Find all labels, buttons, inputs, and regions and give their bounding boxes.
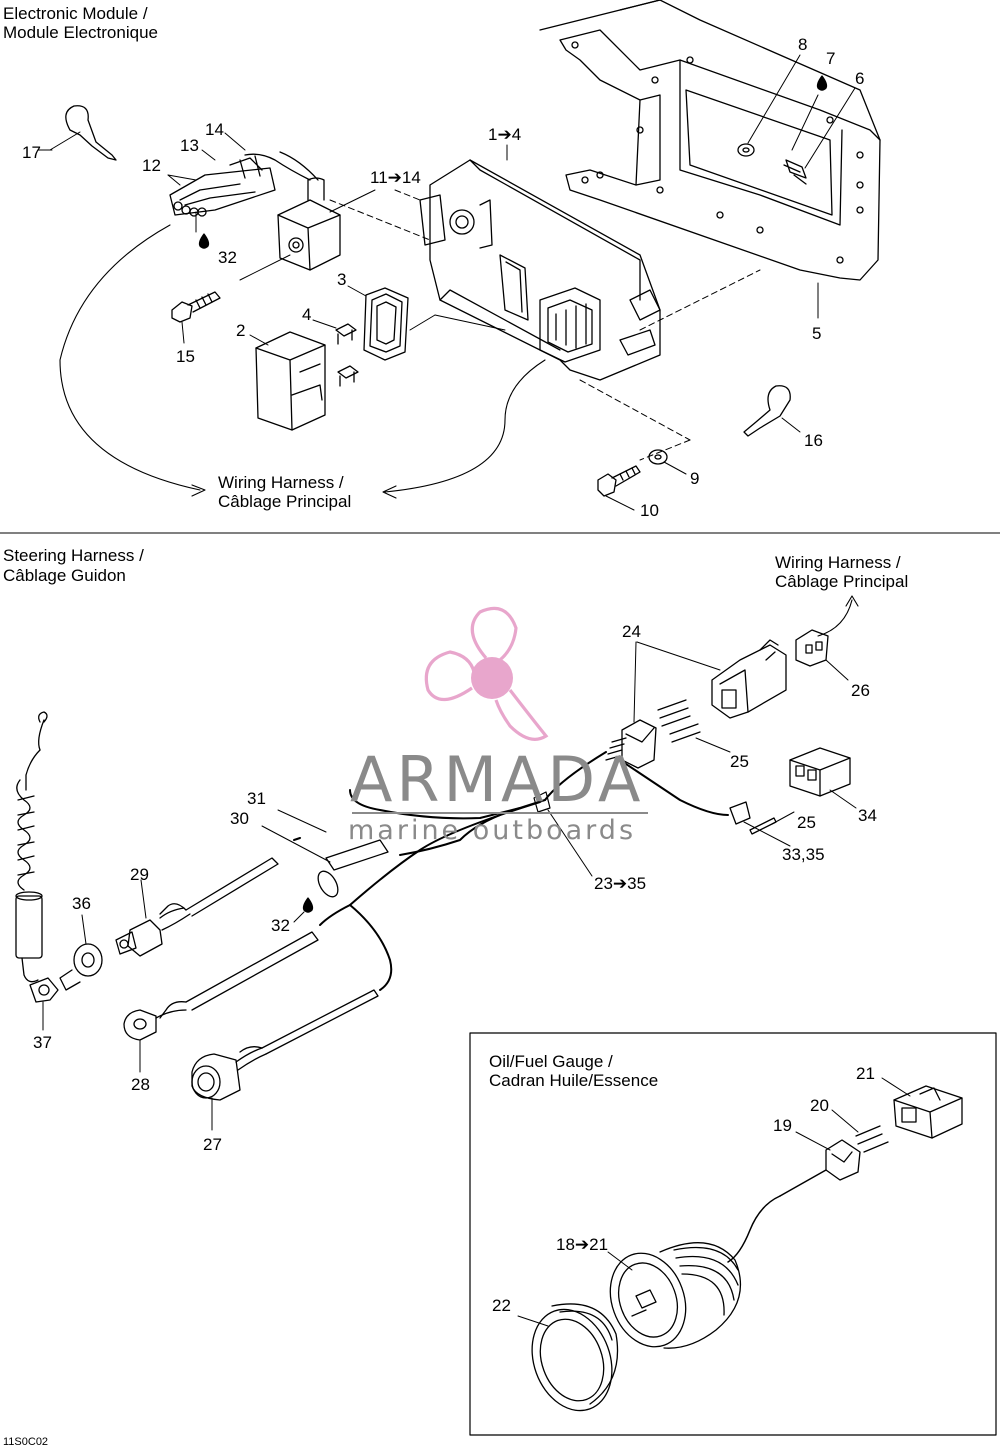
lock-26	[795, 629, 849, 681]
callout-32-steering: 32	[271, 916, 290, 935]
callout-2: 2	[236, 321, 246, 340]
callout-6: 6	[855, 69, 865, 88]
gauge-bezel-22	[517, 1303, 619, 1412]
callout-14: 14	[205, 120, 224, 139]
gauge-cable	[727, 1169, 827, 1263]
callout-37: 37	[33, 1033, 52, 1052]
connector-housing-24	[633, 639, 787, 723]
callout-15: 15	[176, 347, 195, 366]
connector-bundle	[167, 132, 276, 233]
watermark-tagline: marine outboards	[348, 815, 637, 846]
lanyard-37	[15, 711, 59, 1031]
wiring-harness-top-line2: Câblage Principal	[775, 572, 909, 591]
callout-12: 12	[142, 156, 161, 175]
callout-13: 13	[180, 136, 199, 155]
washer-9	[648, 449, 668, 465]
callout-34: 34	[858, 806, 877, 825]
stop-switch-29	[115, 857, 279, 957]
relay-2	[249, 331, 326, 431]
bolt-15	[171, 291, 221, 344]
wiring-harness-top-line1: Wiring Harness /	[775, 553, 901, 572]
fuse-4	[312, 319, 359, 387]
figure-code: 11S0C02	[3, 1436, 49, 1448]
gauge-body	[607, 1242, 742, 1349]
gauge-inset-frame	[469, 1032, 997, 1436]
callout-1-4: 1➔4	[488, 125, 522, 144]
callout-30: 30	[230, 809, 249, 828]
callout-10: 10	[640, 501, 659, 520]
callout-23-35: 23➔35	[594, 874, 647, 893]
sleeve-30	[261, 809, 389, 898]
cable-tie-17	[49, 105, 117, 161]
callout-3: 3	[337, 270, 347, 289]
callout-32-top: 32	[218, 248, 237, 267]
callout-9: 9	[690, 469, 700, 488]
gauge-title-line2: Cadran Huile/Essence	[489, 1071, 659, 1090]
callout-26: 26	[851, 681, 870, 700]
callout-31: 31	[247, 789, 266, 808]
callout-21: 21	[856, 1064, 875, 1083]
callout-4: 4	[302, 305, 312, 324]
connector-cover	[244, 151, 341, 271]
callout-19: 19	[773, 1116, 792, 1135]
sensor-27	[191, 989, 379, 1131]
plug-34	[789, 747, 857, 809]
bolt-10	[597, 465, 641, 511]
sealant-drop-7	[816, 75, 828, 91]
sealant-drop-32b	[302, 897, 314, 913]
callout-8: 8	[798, 35, 808, 54]
electronic-module-housing	[419, 144, 661, 381]
mounting-bracket	[539, 0, 881, 319]
callout-36: 36	[72, 894, 91, 913]
callout-27: 27	[203, 1135, 222, 1154]
gauge-pins-20	[831, 1109, 889, 1153]
sensor-28	[123, 931, 319, 1073]
callout-25-upper: 25	[730, 752, 749, 771]
wiring-harness-label-line2: Câblage Principal	[218, 492, 352, 511]
gasket-3	[347, 285, 409, 361]
wiring-harness-label-line1: Wiring Harness /	[218, 473, 344, 492]
callout-24: 24	[622, 622, 641, 641]
callout-28: 28	[131, 1075, 150, 1094]
steering-harness-title-line2: Câblage Guidon	[3, 566, 126, 585]
callout-22: 22	[492, 1296, 511, 1315]
steering-harness-title-line1: Steering Harness /	[3, 546, 144, 565]
bezel-36	[59, 914, 103, 991]
callout-25-lower: 25	[797, 813, 816, 832]
watermark-rule	[352, 812, 648, 814]
callout-16: 16	[804, 431, 823, 450]
callout-17: 17	[22, 143, 41, 162]
screw-6	[783, 159, 807, 185]
callout-7: 7	[826, 49, 836, 68]
callout-18-21: 18➔21	[556, 1235, 609, 1254]
armada-logo	[424, 606, 549, 741]
terminal-33-35	[729, 801, 791, 847]
gauge-housing-19	[795, 1131, 861, 1181]
electronic-module-title-line1: Electronic Module /	[3, 4, 148, 23]
electronic-module-title-line2: Module Electronique	[3, 23, 158, 42]
wiring-harness-arrows	[59, 224, 546, 499]
sealant-drop-32	[198, 233, 210, 249]
callout-5: 5	[812, 324, 822, 343]
gauge-connector-21	[881, 1077, 963, 1139]
callout-29: 29	[130, 865, 149, 884]
watermark-brand: ARMADA	[350, 743, 645, 816]
callout-33-35: 33,35	[782, 845, 825, 864]
callout-20: 20	[810, 1096, 829, 1115]
washer-8	[737, 143, 755, 157]
pins-25	[657, 699, 795, 835]
cable-tie-16	[743, 385, 801, 437]
callout-11-14: 11➔14	[370, 168, 421, 187]
gauge-title-line1: Oil/Fuel Gauge /	[489, 1052, 613, 1071]
harness-connector	[605, 719, 657, 769]
